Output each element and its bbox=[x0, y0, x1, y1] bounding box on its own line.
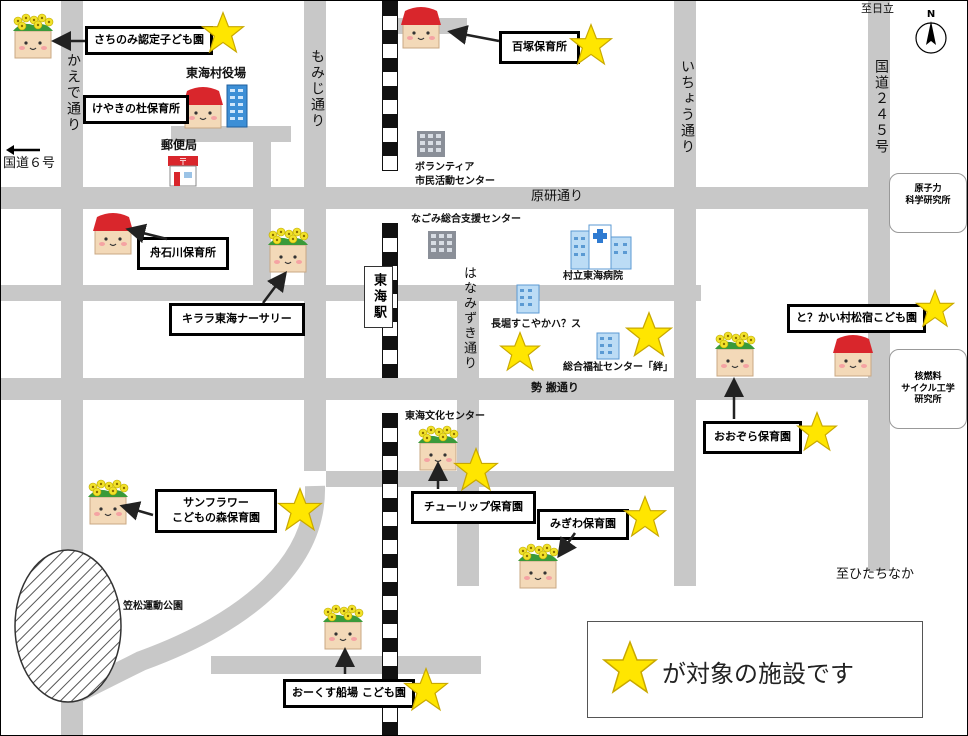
target-star-icon bbox=[625, 311, 673, 358]
office-building-icon bbox=[226, 84, 248, 128]
road-lower-h bbox=[326, 471, 681, 487]
label-momiji: もみじ通り bbox=[309, 49, 325, 129]
landmark-genshiryoku: 原子力 科学研究所 bbox=[889, 173, 967, 233]
target-star-icon bbox=[796, 411, 838, 452]
kindergarten-house-icon bbox=[93, 213, 133, 255]
label-nagamori: 長堀すこやかハ？ス bbox=[491, 319, 581, 330]
label-post-office: 郵便局 bbox=[161, 138, 198, 152]
target-star-icon bbox=[277, 487, 323, 532]
label-kokudo245: 国道２４５号 bbox=[873, 59, 889, 155]
label-hanamizuki: はなみずき通り bbox=[461, 266, 476, 371]
road-genken bbox=[1, 187, 967, 209]
arrow-funaishikawa bbox=[125, 223, 168, 244]
compass-icon: N bbox=[915, 9, 947, 54]
svg-text:N: N bbox=[927, 9, 935, 20]
target-star-icon bbox=[201, 11, 245, 54]
label-volunteer-text: ボランティア 市民活動センター bbox=[415, 162, 495, 187]
target-star-icon bbox=[569, 23, 613, 66]
label-kokudo6: 国道６号 bbox=[3, 156, 56, 171]
park-label: 笠松運動公園 bbox=[123, 601, 183, 612]
svg-text:〒: 〒 bbox=[178, 158, 187, 168]
label-village-office: 東海村役場 bbox=[186, 66, 247, 80]
kindergarten-house-icon bbox=[833, 335, 873, 377]
label-nagomi: なごみ総合支援センター bbox=[411, 214, 521, 225]
target-star-icon bbox=[453, 447, 499, 492]
target-star-icon bbox=[623, 495, 667, 538]
landmark-cycle: 核燃料 サイクル工学 研究所 bbox=[889, 349, 967, 429]
facility-tokai-matsu[interactable]: と？かい村松宿こども園 bbox=[787, 304, 926, 333]
facility-sunflower[interactable]: サンフラワー こどもの森保育園 bbox=[155, 489, 277, 533]
park-shape bbox=[14, 549, 122, 703]
label-genken: 原研通り bbox=[531, 189, 584, 204]
facility-sachinomi[interactable]: さちのみ認定子ども園 bbox=[85, 26, 213, 55]
label-kaede: かえで通り bbox=[65, 53, 81, 133]
arrow-sunflower bbox=[119, 501, 154, 521]
facility-sunflower-text: サンフラワー こどもの森保育園 bbox=[172, 496, 260, 524]
label-cycle: 核燃料 サイクル工学 研究所 bbox=[901, 372, 955, 406]
railway-north bbox=[382, 1, 398, 171]
label-welfare: 総合福祉センター「絆」 bbox=[563, 362, 673, 373]
facility-misawa[interactable]: みぎわ保育園 bbox=[537, 509, 629, 540]
label-seikei: 勢 搬通り bbox=[531, 381, 579, 394]
label-volunteer: ボランティア 市民活動センター bbox=[415, 161, 495, 189]
arrow-kirara bbox=[262, 271, 287, 304]
label-genshiryoku: 原子力 科学研究所 bbox=[905, 184, 951, 206]
arrow-kokudo6 bbox=[6, 145, 40, 155]
volunteer-building-icon bbox=[417, 131, 445, 157]
label-hospital: 村立東海病院 bbox=[563, 271, 623, 282]
railway-south bbox=[382, 413, 398, 735]
welfare-building-icon bbox=[596, 332, 620, 360]
facility-ookusu[interactable]: おーくす船場 こども園 bbox=[283, 679, 415, 708]
road-office-h bbox=[171, 126, 291, 142]
road-kokudo245 bbox=[868, 1, 890, 571]
kindergarten-flower-icon bbox=[323, 604, 364, 650]
post-office-icon: 〒 bbox=[168, 156, 198, 187]
kindergarten-flower-icon bbox=[518, 543, 559, 589]
legend: が対象の施設です bbox=[587, 621, 923, 718]
station-tokai: 東海駅 bbox=[364, 266, 393, 328]
target-star-icon bbox=[499, 331, 541, 372]
legend-star-icon bbox=[602, 640, 658, 694]
facility-tulip[interactable]: チューリップ保育園 bbox=[411, 491, 536, 524]
label-culture: 東海文化センター bbox=[405, 411, 485, 422]
label-hitachi: 至日立 bbox=[861, 2, 894, 15]
kindergarten-flower-icon bbox=[13, 13, 54, 59]
kindergarten-flower-icon bbox=[268, 227, 309, 273]
target-star-icon bbox=[915, 289, 955, 328]
arrow-hyakuzuka bbox=[447, 25, 500, 45]
arrow-misawa bbox=[557, 532, 577, 559]
road-short-v1 bbox=[253, 126, 271, 296]
label-hitachinaka: 至ひたちなか bbox=[836, 567, 915, 582]
road-momiji bbox=[304, 1, 326, 471]
facility-funaishikawa[interactable]: 舟石川保育所 bbox=[137, 237, 229, 270]
legend-text: が対象の施設です bbox=[662, 660, 854, 688]
target-star-icon bbox=[403, 667, 449, 712]
label-ichou: いちょう通り bbox=[679, 59, 695, 155]
nagamori-building-icon bbox=[516, 284, 540, 314]
facility-kirara[interactable]: キララ東海ナーサリー bbox=[169, 303, 305, 336]
nagomi-building-icon bbox=[428, 231, 456, 259]
facility-hyakuzuka[interactable]: 百塚保育所 bbox=[499, 31, 580, 64]
kindergarten-house-icon bbox=[401, 7, 441, 49]
facility-oozora[interactable]: おおぞら保育園 bbox=[703, 421, 802, 454]
hospital-icon bbox=[570, 224, 632, 270]
facility-keyaki[interactable]: けやきの杜保育所 bbox=[83, 95, 189, 124]
kindergarten-flower-icon bbox=[715, 331, 756, 377]
